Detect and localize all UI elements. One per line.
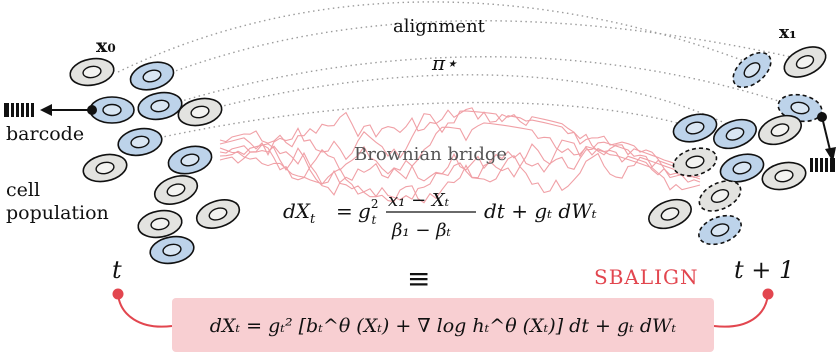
cell xyxy=(89,96,135,124)
cell xyxy=(758,114,802,146)
alignment-arc xyxy=(199,74,736,129)
brownian-path xyxy=(219,141,701,204)
cell xyxy=(777,93,823,123)
label-barcode: barcode xyxy=(6,123,84,145)
label-x0: x₀ xyxy=(96,35,116,57)
alignment-arcs xyxy=(117,1,806,143)
cell-population xyxy=(69,46,827,265)
label-alignment: alignment xyxy=(393,16,486,37)
cell xyxy=(648,198,692,230)
method-name: SBALIGN xyxy=(594,265,699,289)
alignment-arc xyxy=(139,101,696,143)
cell xyxy=(177,97,223,127)
brownian-bridge-paths xyxy=(219,107,701,204)
bridge-denominator: β₁ − βₜ xyxy=(391,220,452,241)
bridge-equals: = xyxy=(336,199,353,223)
bridge-g-sup: 2 xyxy=(371,197,379,211)
label-population: population xyxy=(6,202,109,224)
alignment-arc xyxy=(164,56,801,109)
cell xyxy=(153,175,199,205)
cell xyxy=(195,199,241,229)
cell xyxy=(672,113,718,143)
cell xyxy=(137,209,183,239)
cell xyxy=(129,61,175,91)
equivalence-sign: ≡ xyxy=(407,262,430,295)
label-brownian-bridge: Brownian bridge xyxy=(354,144,507,165)
bridge-tail: dt + gₜ dWₜ xyxy=(484,199,597,223)
cell xyxy=(732,51,772,89)
barcode-icon-right xyxy=(810,112,836,172)
brownian-path xyxy=(219,139,701,201)
alignment-arc xyxy=(161,20,806,77)
svg-text:dXt: dXt xyxy=(283,199,316,227)
label-cell: cell xyxy=(6,179,40,201)
cell xyxy=(137,91,183,121)
label-x1: x₁ xyxy=(779,23,797,43)
cell xyxy=(69,57,115,87)
label-t: t xyxy=(112,256,122,284)
brownian-path xyxy=(219,144,701,194)
main-equation: dXₜ = gₜ² [bₜ^θ (Xₜ) + ∇ log hₜ^θ (Xₜ)] … xyxy=(210,315,677,337)
bridge-lhs-sub: t xyxy=(310,212,316,227)
svg-text:g2t: g2 t xyxy=(358,197,378,227)
barcode-icon-left xyxy=(4,103,97,117)
cell xyxy=(719,153,765,183)
cell xyxy=(149,235,195,265)
brownian-path xyxy=(219,122,701,196)
cell xyxy=(82,153,128,183)
right-connector xyxy=(713,293,769,328)
bridge-lhs: dX xyxy=(283,199,311,223)
bridge-numerator: x₁ − Xₜ xyxy=(388,190,450,211)
cell xyxy=(761,161,807,191)
cell xyxy=(713,118,757,150)
label-t-plus-1: t + 1 xyxy=(734,256,794,284)
cell xyxy=(117,127,163,157)
brownian-path xyxy=(219,110,701,177)
cell xyxy=(672,147,718,177)
bridge-g: g xyxy=(358,199,371,223)
cell xyxy=(167,145,213,175)
left-connector xyxy=(117,293,173,328)
brownian-path xyxy=(219,107,701,179)
sde-box xyxy=(172,298,714,352)
label-pi-star: π⋆ xyxy=(431,51,458,75)
bridge-g-sub: t xyxy=(371,213,376,227)
t-marker xyxy=(112,288,124,300)
t-plus-1-marker xyxy=(762,288,774,300)
cell xyxy=(783,46,827,78)
cell xyxy=(698,214,742,246)
